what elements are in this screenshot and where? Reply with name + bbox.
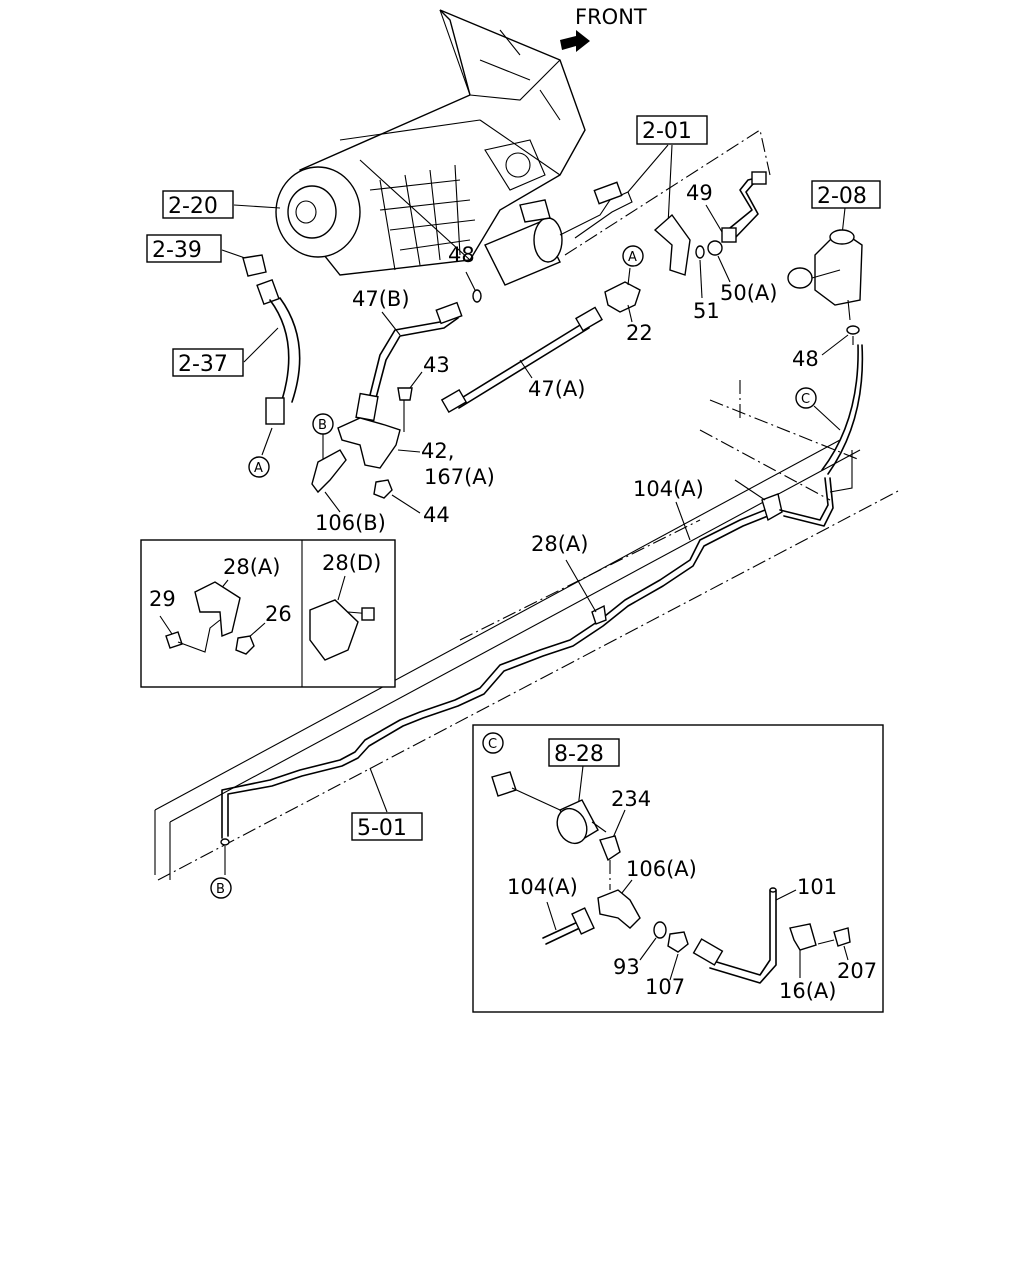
ref-2-39: 2-39: [152, 238, 202, 263]
label-43: 43: [423, 353, 450, 377]
label-50a: 50(A): [720, 281, 777, 305]
svg-text:A: A: [628, 250, 637, 265]
frame-rail: [154, 380, 901, 881]
clip-28d: [309, 599, 359, 661]
label-42: 42,: [421, 439, 454, 463]
label-51: 51: [693, 299, 720, 323]
label-22: 22: [626, 321, 653, 345]
fitting-106b: [311, 449, 347, 494]
front-label: FRONT: [575, 5, 647, 29]
bolt-207: [833, 927, 851, 947]
label-101: 101: [797, 875, 837, 899]
nut-26: [235, 635, 255, 655]
label-26: 26: [265, 602, 292, 626]
label-207: 207: [837, 959, 877, 983]
label-106b: 106(B): [315, 511, 386, 535]
label-28d: 28(D): [322, 551, 381, 575]
label-49: 49: [686, 181, 713, 205]
ref-box-2-20: [162, 190, 234, 219]
clamp-28a: [194, 581, 241, 638]
ref-box-2-39: [146, 234, 222, 263]
banjo-234: [599, 835, 621, 862]
label-107: 107: [645, 975, 685, 999]
nut-107: [667, 931, 689, 953]
slave-cylinder: [484, 181, 633, 286]
ref-box-8-28: [548, 738, 620, 767]
clamp-16a: [789, 923, 817, 951]
label-93: 93: [613, 955, 640, 979]
label-44: 44: [423, 503, 450, 527]
label-28a-inset: 28(A): [223, 555, 280, 579]
front-arrow-icon: [560, 30, 590, 52]
ref-2-08: 2-08: [817, 184, 867, 209]
bolt-43: [397, 387, 413, 401]
ref-5-01: 5-01: [357, 816, 407, 841]
label-28a-main: 28(A): [531, 532, 588, 556]
label-47b: 47(B): [352, 287, 410, 311]
label-16a: 16(A): [779, 979, 836, 1003]
svg-text:C: C: [801, 392, 810, 407]
label-29: 29: [149, 587, 176, 611]
marker-b-bottom: [210, 877, 232, 899]
inset-clamps: 28(A) 29 26 28(D): [140, 539, 396, 688]
washer-51: [695, 245, 705, 259]
svg-text:B: B: [318, 418, 327, 433]
clutch-reservoir: [787, 229, 863, 321]
marker-a-mid: [622, 245, 644, 267]
label-47a: 47(A): [528, 377, 585, 401]
svg-text:A: A: [254, 461, 263, 476]
ref-box-2-01: [636, 115, 708, 145]
marker-c-inset: [482, 732, 504, 754]
pipe-47a: [440, 306, 603, 414]
inset-c: C 8-28 234 104(A) 106(A) 93 107 101: [472, 724, 884, 1013]
svg-text:C: C: [488, 737, 497, 752]
ref-2-37: 2-37: [178, 352, 228, 377]
ref-2-20: 2-20: [168, 194, 218, 219]
label-106a: 106(A): [626, 857, 697, 881]
svg-text:B: B: [216, 882, 225, 897]
tee-fitting-22: [604, 281, 641, 313]
tee-106a: [597, 889, 641, 929]
pipe-47b: [355, 301, 463, 422]
pipe-49: [721, 171, 767, 243]
ref-2-01: 2-01: [642, 119, 692, 144]
washer-93: [653, 921, 667, 939]
label-48-mid: 48: [448, 243, 475, 267]
pipe-104a: [220, 477, 834, 846]
label-167a: 167(A): [424, 465, 495, 489]
bracket-2-01: [653, 213, 691, 276]
ref-box-2-37: [172, 348, 244, 377]
front-indicator: FRONT: [560, 5, 647, 52]
ref-box-5-01: [351, 812, 423, 841]
hose-2-37: [256, 278, 301, 425]
ref-8-28: 8-28: [554, 742, 604, 767]
nut-50a: [707, 240, 723, 256]
nut-44: [373, 479, 393, 499]
label-48-right: 48: [792, 347, 819, 371]
label-104a-inset: 104(A): [507, 875, 578, 899]
marker-c-rail: [795, 387, 817, 409]
label-104a-main: 104(A): [633, 477, 704, 501]
marker-a-left: [248, 456, 270, 478]
bracket-42: [337, 417, 401, 469]
transmission-assembly: [275, 9, 586, 276]
label-234: 234: [611, 787, 651, 811]
ref-box-2-08: [811, 180, 881, 209]
